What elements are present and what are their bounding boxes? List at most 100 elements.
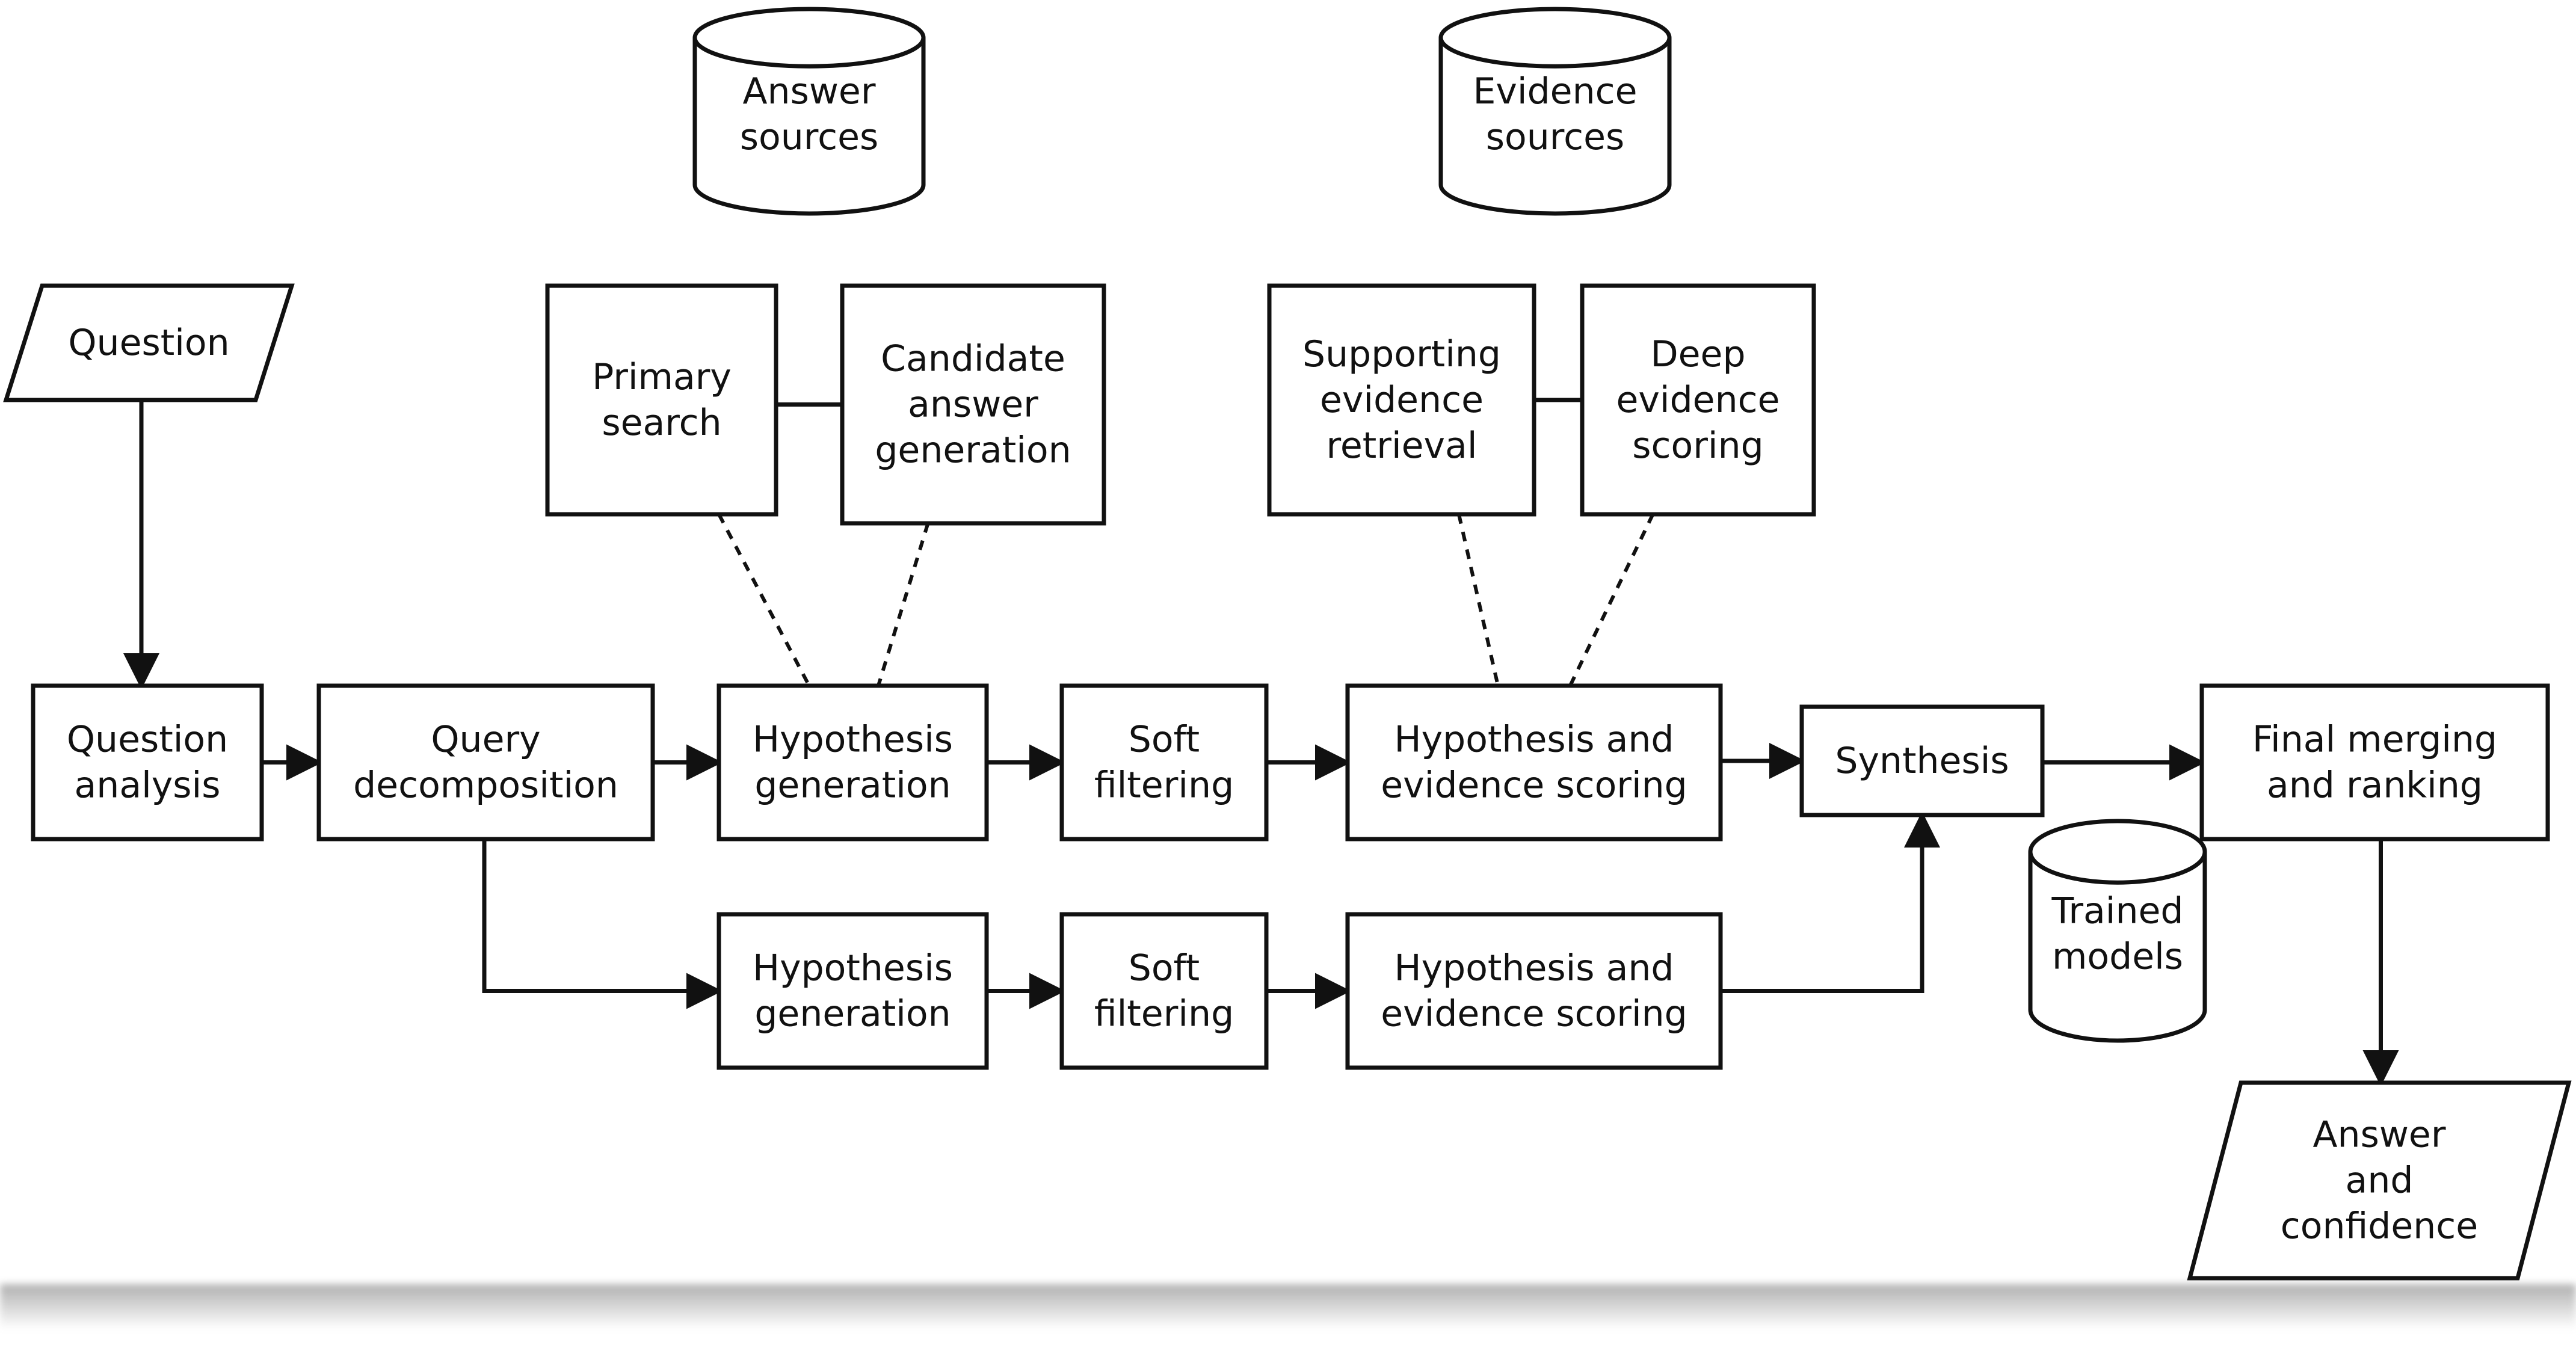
node-label-line: Query: [431, 719, 540, 761]
node-label-line: scoring: [1632, 425, 1763, 467]
edges-layer: [123, 398, 2399, 1086]
node-label-line: generation: [754, 993, 951, 1035]
node-label: Synthesis: [1835, 740, 2009, 782]
node-label-line: Final merging: [2252, 719, 2497, 761]
node-label-line: and: [2346, 1160, 2414, 1202]
cylinder-shape: [692, 7, 926, 216]
cylinder-shape: [2028, 819, 2207, 1043]
node-label-line: Question: [68, 322, 229, 364]
node-label-line: Primary: [592, 356, 732, 398]
node-label-line: analysis: [75, 765, 221, 807]
box-shape: [840, 283, 1106, 526]
cylinder-top-edge: [692, 37, 926, 69]
node-label-line: Deep: [1650, 333, 1745, 375]
box-shape: [31, 683, 264, 841]
node-label-line: Candidate: [881, 338, 1065, 380]
box-shape: [1580, 283, 1816, 517]
edge-deep-evidence-scoring-to-hypothesis-evidence-scoring-1: [1568, 513, 1655, 687]
node-synthesis: Synthesis: [1799, 704, 2045, 817]
node-label-line: Hypothesis and: [1394, 719, 1674, 761]
cylinder-top-edge: [2028, 851, 2207, 885]
parallelogram-shape: [2187, 1080, 2572, 1281]
node-label-line: confidence: [2281, 1205, 2478, 1248]
node-label-line: Answer: [743, 70, 876, 112]
node-label: Question: [68, 322, 229, 364]
node-label-line: sources: [1486, 116, 1625, 158]
node-label-line: evidence scoring: [1381, 993, 1687, 1035]
node-label-line: models: [2052, 936, 2183, 978]
node-label-line: evidence scoring: [1381, 765, 1687, 807]
node-label-line: generation: [875, 429, 1071, 472]
box-shape: [316, 683, 655, 841]
parallelogram-shape: [3, 283, 295, 402]
edge-query-decomposition-to-hypothesis-generation-2: [482, 839, 723, 1009]
node-label-line: search: [602, 402, 721, 444]
node-label-line: filtering: [1094, 993, 1234, 1035]
node-label-line: Evidence: [1473, 70, 1637, 112]
edge-supporting-evidence-retrieval-to-hypothesis-evidence-scoring-1: [1457, 514, 1500, 686]
box-shape: [1345, 683, 1723, 841]
edge-candidate-answer-generation-to-hypothesis-generation-1: [877, 523, 930, 686]
box-shape: [1267, 283, 1536, 517]
cylinder-top-edge: [1438, 37, 1672, 69]
cylinder-shape: [1438, 7, 1672, 216]
node-label-line: filtering: [1094, 765, 1234, 807]
node-label-line: evidence: [1320, 379, 1484, 421]
box-shape: [1345, 912, 1723, 1070]
node-label-line: Hypothesis and: [1394, 947, 1674, 989]
node-label-line: Supporting: [1302, 333, 1501, 375]
node-label-line: Trained: [2051, 890, 2184, 932]
box-shape: [545, 283, 778, 517]
node-label-line: Synthesis: [1835, 740, 2009, 782]
node-label-line: answer: [908, 384, 1038, 426]
box-shape: [1059, 912, 1269, 1070]
node-label-line: and ranking: [2267, 765, 2483, 807]
bottom-shadow: [0, 1284, 2576, 1329]
box-shape: [1799, 704, 2045, 817]
box-shape: [1059, 683, 1269, 841]
node-label-line: Soft: [1129, 719, 1200, 761]
node-label-line: Question: [67, 719, 228, 761]
edge-primary-search-to-hypothesis-generation-1: [717, 513, 811, 687]
node-label-line: Soft: [1129, 947, 1200, 989]
node-question: Question: [3, 283, 295, 402]
node-label-line: Hypothesis: [753, 947, 953, 989]
node-label-line: Answer: [2313, 1114, 2446, 1156]
node-label-line: decomposition: [353, 765, 618, 807]
node-label-line: generation: [754, 765, 951, 807]
